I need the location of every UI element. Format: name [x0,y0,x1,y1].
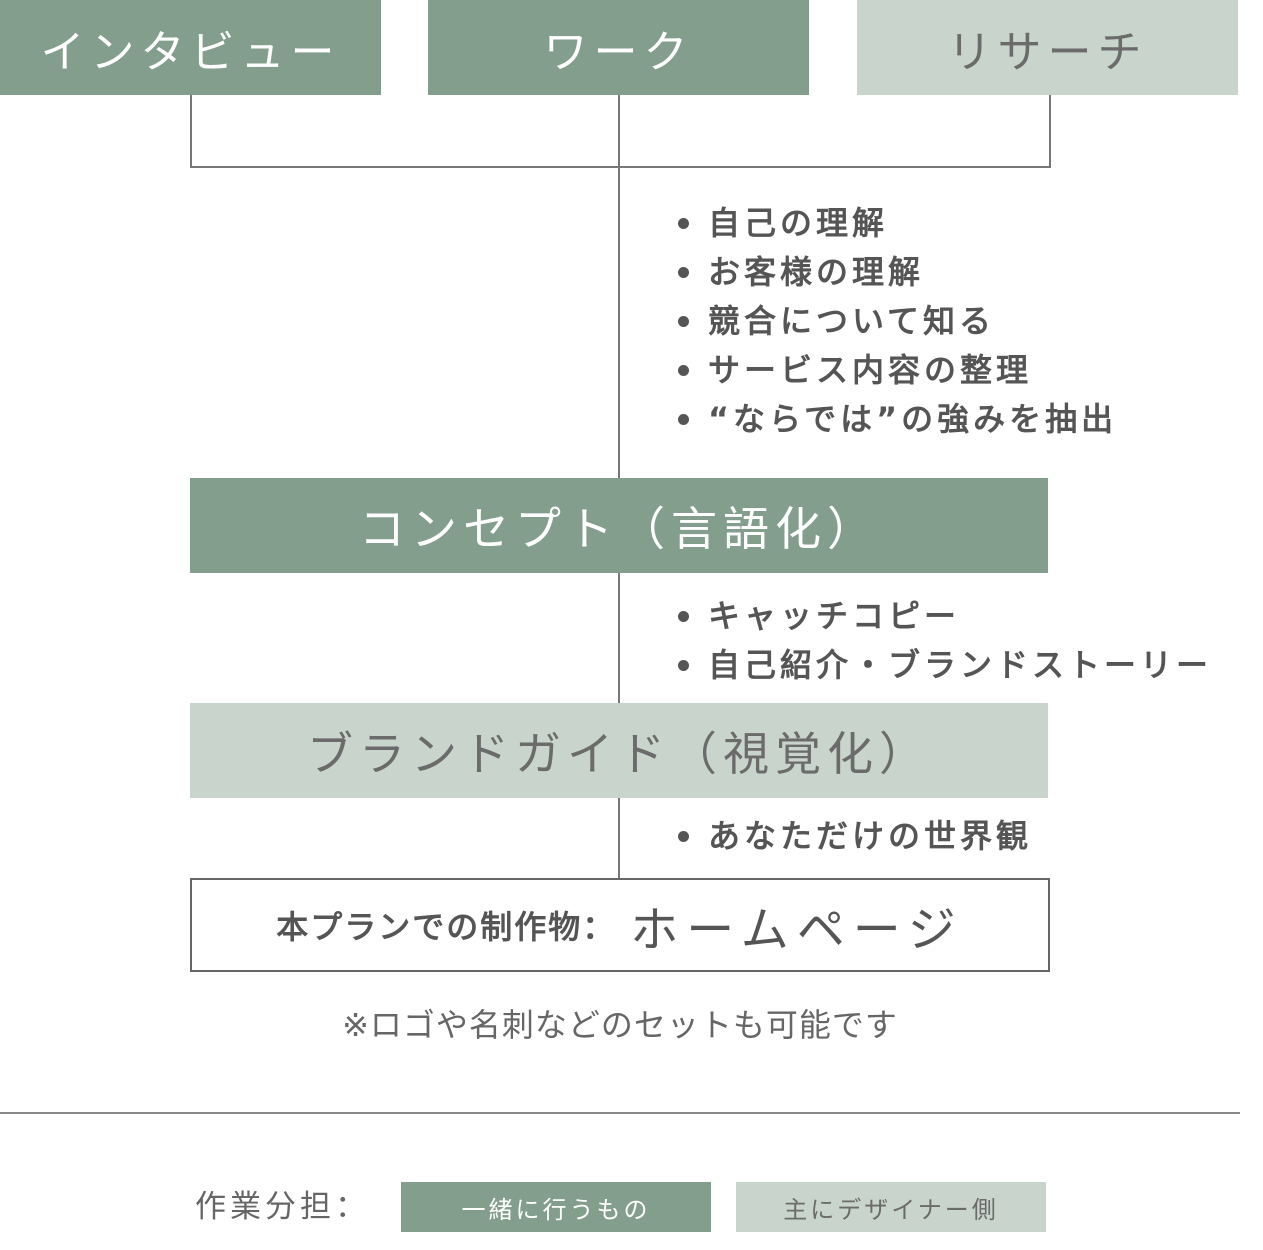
concept-items-list: キャッチコピー 自己紹介・ブランドストーリー [672,592,1212,690]
research-box: リサーチ [857,0,1238,95]
connector-main-2 [618,573,620,703]
note-text: ※ロゴや名刺などのセットも可能です [342,1006,898,1044]
concept-label: コンセプト（言語化） [359,501,879,556]
brand-guide-label: ブランドガイド（視覚化） [307,726,931,781]
interview-box: インタビュー [0,0,381,95]
list-item: サービス内容の整理 [672,346,1117,395]
work-label: ワーク [543,26,694,78]
deliverable-label: 本プランでの制作物： [276,908,617,946]
list-item: あなただけの世界観 [672,812,1032,861]
brand-items-list: あなただけの世界観 [672,812,1032,861]
list-item: 自己の理解 [672,199,1117,248]
legend-label: 作業分担： [195,1189,370,1225]
legend-chip-designer-label: 主にデザイナー側 [783,1195,999,1224]
list-item: キャッチコピー [672,592,1212,641]
connector-research [1049,95,1051,168]
concept-box: コンセプト（言語化） [190,478,1048,573]
research-label: リサーチ [947,26,1148,78]
legend-chip-together: 一緒に行うもの [401,1182,711,1232]
deliverable-box: 本プランでの制作物： ホームページ [190,878,1050,972]
research-items-list: 自己の理解 お客様の理解 競合について知る サービス内容の整理 “ならでは”の強… [672,199,1117,444]
legend-chip-designer: 主にデザイナー側 [736,1182,1046,1232]
brand-guide-box: ブランドガイド（視覚化） [190,703,1048,798]
list-item: “ならでは”の強みを抽出 [672,395,1117,444]
connector-main-1 [618,95,620,478]
list-item: 競合について知る [672,297,1117,346]
work-box: ワーク [428,0,809,95]
list-item: 自己紹介・ブランドストーリー [672,641,1212,690]
legend-chip-together-label: 一緒に行うもの [461,1195,651,1224]
interview-label: インタビュー [40,26,341,78]
separator-line [0,1112,1240,1114]
connector-horizontal [190,166,1051,168]
connector-main-3 [618,798,620,878]
list-item: お客様の理解 [672,248,1117,297]
deliverable-value: ホームページ [630,902,964,958]
connector-interview [190,95,192,168]
